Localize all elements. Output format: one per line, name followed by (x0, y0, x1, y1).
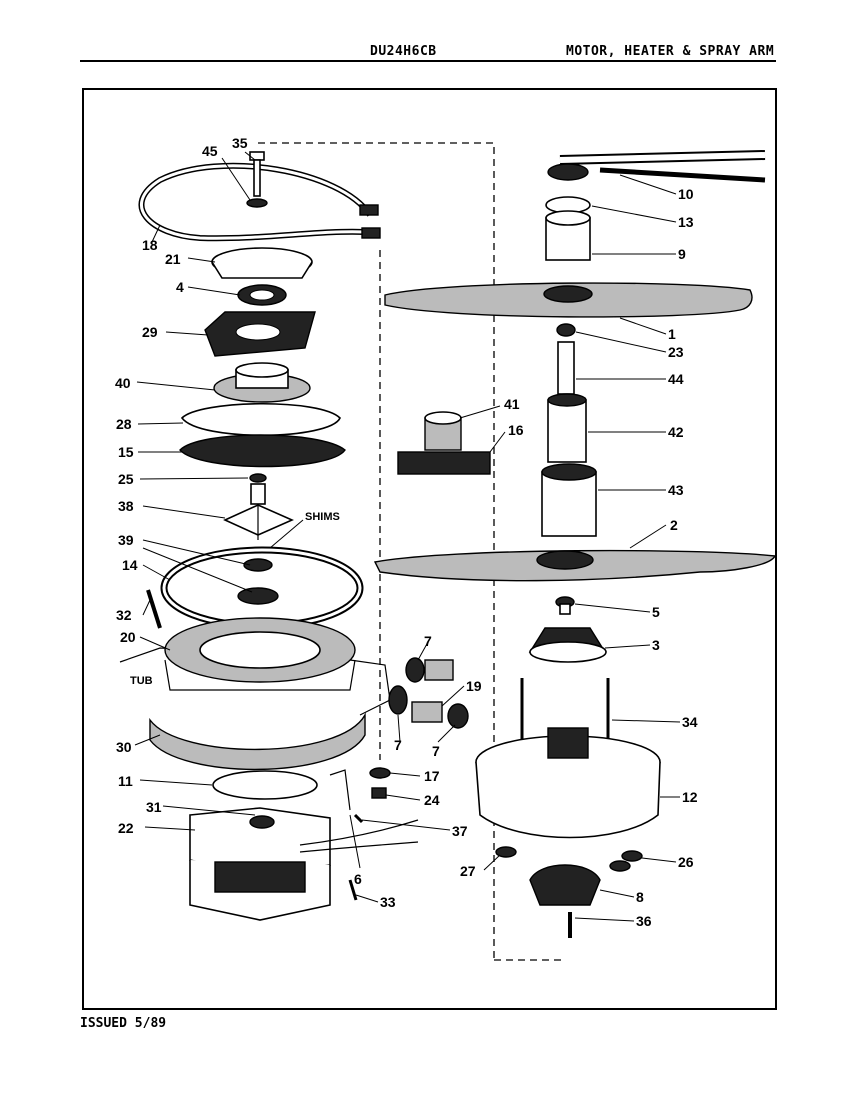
callout-35: 35 (232, 135, 248, 151)
callout-8: 8 (636, 889, 644, 905)
callout-39: 39 (118, 532, 134, 548)
part-21 (211, 247, 313, 279)
part-20-sump (119, 617, 391, 716)
callout-13: 13 (678, 214, 694, 230)
callout-7-top: 7 (424, 633, 432, 649)
part-28-plate (180, 402, 341, 437)
model-number: DU24H6CB (370, 44, 437, 59)
callout-14: 14 (122, 557, 138, 573)
tub-label: TUB (130, 675, 153, 687)
assembly-dashed-lines (258, 142, 566, 961)
callout-25: 25 (118, 471, 134, 487)
callout-9: 9 (678, 246, 686, 262)
part-40-housing (213, 362, 311, 403)
callout-19: 19 (466, 678, 482, 694)
part-22-motor (189, 807, 331, 921)
heater-element (138, 162, 381, 242)
callout-31: 31 (146, 799, 162, 815)
callout-7-left: 7 (394, 737, 402, 753)
callout-36: 36 (636, 913, 652, 929)
leader-lines (134, 151, 681, 922)
feed-tube-10 (545, 150, 766, 261)
callout-6: 6 (354, 871, 362, 887)
parts-7-19 (388, 657, 469, 729)
callout-24: 24 (424, 792, 440, 808)
callout-41: 41 (504, 396, 520, 412)
callout-45: 45 (202, 143, 218, 159)
callout-43: 43 (668, 482, 684, 498)
part-11-plate (212, 770, 318, 800)
parts-41-16 (397, 411, 491, 475)
part-29-bracket (204, 311, 316, 357)
callout-18: 18 (142, 237, 158, 253)
small-parts (299, 767, 419, 901)
part-32-screw (146, 589, 162, 629)
header-rule (80, 60, 776, 62)
part-30-base (149, 712, 366, 771)
part-14-seal-ring (160, 546, 364, 630)
callout-30: 30 (116, 739, 132, 755)
parts-5-3 (528, 596, 607, 663)
callout-17: 17 (424, 768, 440, 784)
part-38-impeller (223, 473, 294, 540)
callout-5: 5 (652, 604, 660, 620)
callout-10: 10 (678, 186, 694, 202)
callout-12: 12 (682, 789, 698, 805)
callout-37: 37 (452, 823, 468, 839)
callout-23: 23 (668, 344, 684, 360)
callout-16: 16 (508, 422, 524, 438)
callout-32: 32 (116, 607, 132, 623)
callout-20: 20 (120, 629, 136, 645)
callout-22: 22 (118, 820, 134, 836)
callout-11: 11 (118, 773, 133, 789)
callout-28: 28 (116, 416, 132, 432)
callout-7-right: 7 (432, 743, 440, 759)
pump-housing-12 (475, 678, 661, 839)
callout-1: 1 (668, 326, 676, 342)
part-15-gasket (179, 434, 346, 468)
callout-labels: 45 35 18 21 4 29 40 28 15 25 38 39 14 32… (115, 135, 698, 929)
callout-21: 21 (165, 251, 181, 267)
upper-spray-arm-1 (384, 282, 753, 318)
section-title: MOTOR, HEATER & SPRAY ARM (566, 44, 775, 59)
diagram-frame (82, 88, 777, 1010)
callout-40: 40 (115, 375, 131, 391)
callout-34: 34 (682, 714, 698, 730)
callout-2: 2 (670, 517, 678, 533)
lower-spray-arm-2 (373, 549, 777, 582)
callout-26: 26 (678, 854, 694, 870)
callout-29: 29 (142, 324, 158, 340)
callout-38: 38 (118, 498, 134, 514)
callout-3: 3 (652, 637, 660, 653)
parts-26-27-8-36 (495, 846, 643, 938)
callout-33: 33 (380, 894, 396, 910)
callout-15: 15 (118, 444, 134, 460)
shims-label: SHIMS (305, 511, 340, 523)
callout-27: 27 (460, 863, 476, 879)
issued-date: ISSUED 5/89 (80, 1016, 167, 1031)
callout-42: 42 (668, 424, 684, 440)
bolt-35 (246, 151, 268, 208)
callout-44: 44 (668, 371, 684, 387)
part-4-gear (237, 284, 287, 306)
callout-4: 4 (176, 279, 184, 295)
parts-23-44-42-43 (541, 323, 597, 537)
